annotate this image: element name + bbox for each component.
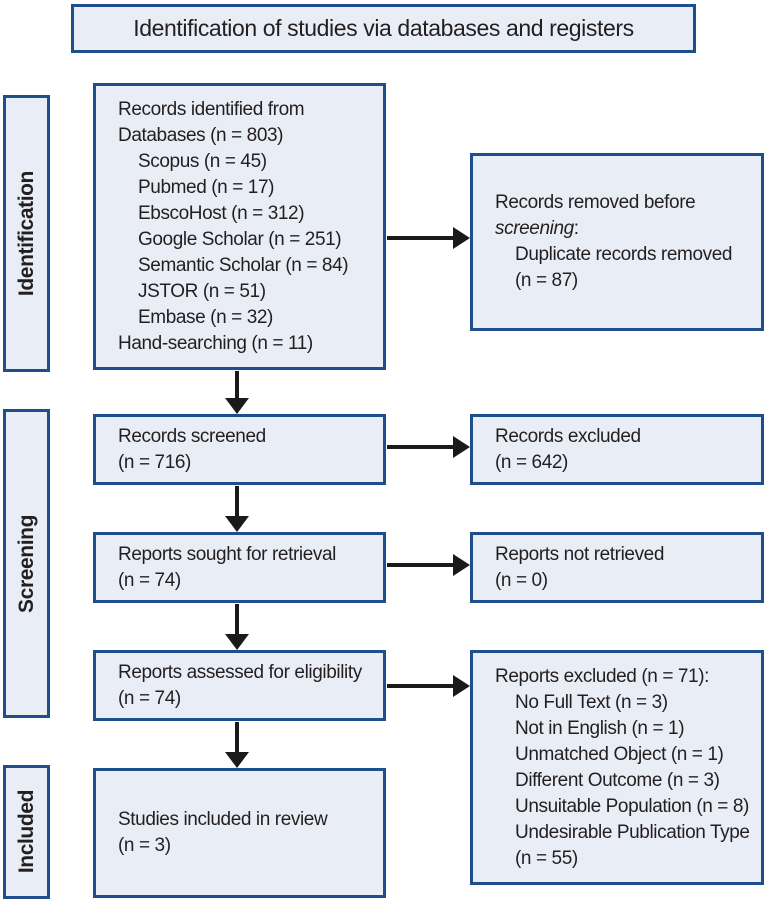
arrow-down-sought-to-assessed-icon: [235, 604, 239, 634]
title-box: Identification of studies via databases …: [71, 4, 696, 53]
box-line: Scopus (n = 45): [138, 150, 267, 172]
box-line: Records identified from: [118, 98, 305, 120]
box-line: Duplicate records removed: [515, 244, 733, 265]
box-records-screened: Records screened (n = 716): [93, 414, 386, 485]
arrow-right-screened-to-excluded-icon: [387, 445, 453, 449]
box-line: EbscoHost (n = 312): [138, 202, 305, 224]
box-line: Reports not retrieved: [495, 543, 665, 565]
box-line: Reports excluded (n = 71):: [495, 665, 710, 687]
box-line: (n = 3): [118, 835, 171, 856]
box-line: Undesirable Publication Type: [515, 821, 750, 843]
stage-label-identification: Identification: [14, 170, 38, 297]
arrow-right-assessed-to-excluded-icon: [387, 684, 453, 688]
stage-label-screening: Screening: [14, 514, 38, 613]
stage-label-included: Included: [14, 790, 38, 874]
box-line: Unmatched Object (n = 1): [515, 743, 724, 765]
box-line: Databases (n = 803): [118, 124, 284, 146]
box-line: Embase (n = 32): [138, 306, 273, 328]
box-line: screening:: [495, 218, 579, 239]
box-line: Reports sought for retrieval: [118, 543, 336, 565]
box-line: Google Scholar (n = 251): [138, 228, 342, 250]
box-line: Records excluded: [495, 425, 641, 447]
box-line: (n = 74): [118, 569, 181, 591]
box-reports-sought: Reports sought for retrieval (n = 74): [93, 532, 386, 603]
box-line: (n = 55): [515, 847, 578, 869]
box-studies-included: Studies included in review (n = 3): [93, 768, 386, 898]
box-line: Studies included in review: [118, 809, 328, 830]
box-line: Different Outcome (n = 3): [515, 769, 720, 791]
arrow-down-screened-to-sought-icon: [235, 486, 239, 516]
arrow-down-identified-to-screened-icon: [235, 371, 239, 398]
arrow-right-sought-to-not-retrieved-icon: [387, 563, 453, 567]
box-line: No Full Text (n = 3): [515, 691, 668, 713]
stage-bar-screening: Screening: [3, 409, 50, 718]
diagram-title: Identification of studies via databases …: [133, 15, 634, 41]
box-line: (n = 87): [515, 270, 578, 291]
box-line: Semantic Scholar (n = 84): [138, 254, 349, 276]
box-records-excluded: Records excluded (n = 642): [470, 414, 764, 485]
box-records-removed: Records removed before screening: Duplicat…: [470, 153, 764, 331]
box-line: (n = 642): [495, 451, 568, 473]
box-line: Pubmed (n = 17): [138, 176, 275, 198]
box-line: Not in English (n = 1): [515, 717, 685, 739]
box-reports-assessed: Reports assessed for eligibility (n = 74): [93, 650, 386, 721]
box-line: Records removed before: [495, 192, 696, 213]
box-line: Records screened: [118, 425, 266, 447]
stage-bar-included: Included: [3, 765, 50, 899]
stage-bar-identification: Identification: [3, 95, 50, 372]
box-line: (n = 74): [118, 687, 181, 709]
arrow-right-identified-to-removed-icon: [387, 236, 453, 240]
box-line: (n = 716): [118, 451, 191, 473]
box-reports-not-retrieved: Reports not retrieved (n = 0): [470, 532, 764, 603]
arrow-down-assessed-to-included-icon: [235, 722, 239, 752]
box-line: Unsuitable Population (n = 8): [515, 795, 749, 817]
box-line: (n = 0): [495, 569, 548, 591]
box-line: Reports assessed for eligibility: [118, 661, 362, 683]
box-line: Hand-searching (n = 11): [118, 332, 313, 354]
box-reports-excluded: Reports excluded (n = 71): No Full Text (…: [470, 650, 764, 885]
box-line: JSTOR (n = 51): [138, 280, 266, 302]
